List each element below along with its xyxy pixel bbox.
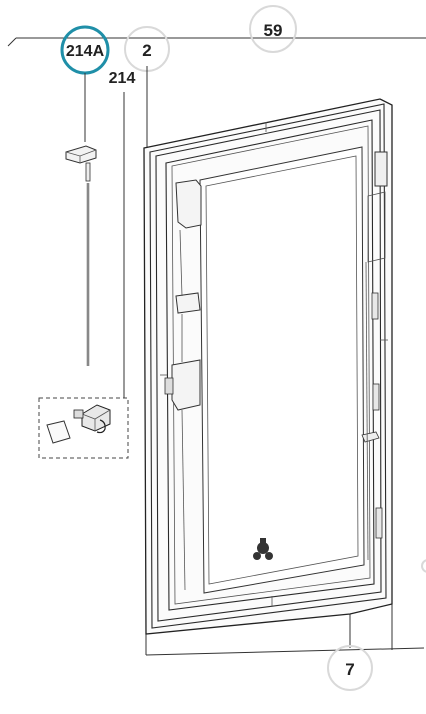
callout-59[interactable]: 59	[249, 5, 297, 53]
callout-2[interactable]: 2	[124, 26, 170, 72]
callout-214A-label: 214A	[66, 43, 105, 60]
shim-plate	[46, 420, 71, 444]
drain-fitting-icon	[253, 538, 273, 560]
callout-214-label: 214	[109, 70, 136, 87]
hinge-pin-part-214A[interactable]	[65, 145, 97, 366]
callout-59-label: 59	[264, 21, 283, 40]
leader-lines	[84, 66, 351, 648]
refrigerator-door[interactable]	[143, 98, 393, 635]
callout-7-label: 7	[345, 660, 354, 679]
callout-214A[interactable]: 214A	[60, 25, 110, 75]
callout-7[interactable]: 7	[327, 645, 373, 691]
hinge-kit-part-214[interactable]	[38, 397, 129, 459]
callout-2-label: 2	[142, 41, 151, 60]
dimension-line-7	[145, 604, 425, 656]
callout-214[interactable]: 214	[109, 70, 136, 87]
partial-callout-marker	[421, 559, 426, 573]
reference-line-59	[7, 37, 426, 47]
